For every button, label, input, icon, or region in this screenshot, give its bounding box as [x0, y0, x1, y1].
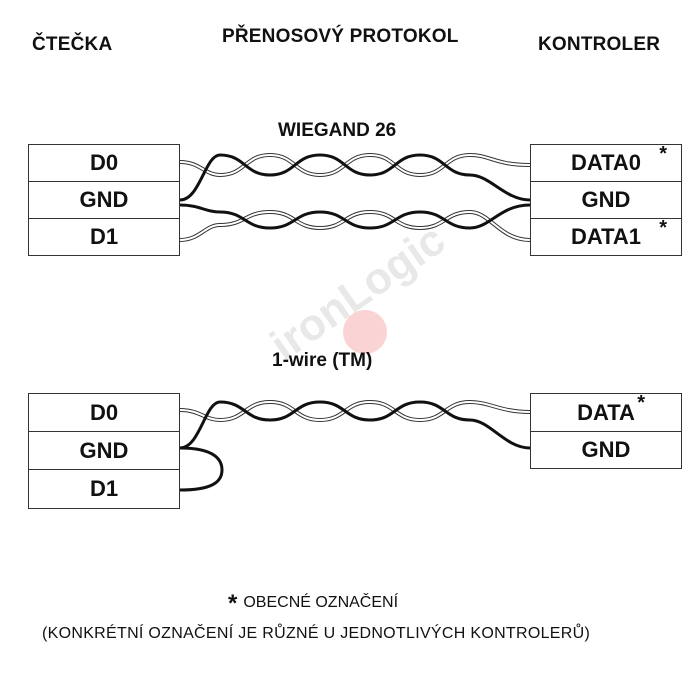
- wiegand-reader-pin-d0: D0: [29, 145, 179, 182]
- onewire-controller-pin-gnd: GND: [581, 437, 631, 462]
- controller-header: KONTROLER: [538, 34, 661, 55]
- onewire-reader-pin-gnd: GND: [29, 432, 179, 470]
- wiegand-title: WIEGAND 26: [278, 120, 397, 141]
- footnote-line1: OBECNÉ OZNAČENÍ: [243, 594, 399, 611]
- wiegand-reader-pin-gnd: GND: [29, 182, 179, 219]
- footnote-asterisk: *: [228, 590, 238, 617]
- wiegand-reader-terminal: D0 GND D1: [28, 144, 180, 256]
- onewire-controller-pin-data-label: DATA: [577, 399, 635, 425]
- onewire-controller-terminal: DATA * GND: [530, 392, 682, 469]
- wiegand-pair-data0: [179, 152, 531, 202]
- protocol-header: PŘENOSOVÝ PROTOKOL: [222, 26, 459, 47]
- onewire-d1-gnd-loop: [179, 446, 224, 492]
- wiegand-controller-terminal: DATA0 * GND DATA1 *: [530, 143, 682, 256]
- wiegand-reader-pin-d1: D1: [89, 224, 119, 249]
- asterisk-mark: *: [659, 217, 667, 239]
- onewire-reader-pin-d1: D1: [89, 475, 119, 501]
- watermark-logo-dot: [343, 310, 387, 354]
- wiegand-controller-pin-gnd: GND: [531, 182, 681, 219]
- onewire-pair-data: [179, 399, 531, 450]
- wiegand-controller-pin-data0: DATA0 *: [531, 143, 681, 182]
- reader-header: ČTEČKA: [32, 34, 113, 55]
- onewire-controller-pin-data: DATA *: [531, 392, 681, 432]
- asterisk-mark: *: [637, 392, 645, 414]
- onewire-reader-terminal: D0 GND D1: [28, 393, 180, 509]
- wiegand-controller-pin-data0-label: DATA0: [570, 150, 642, 175]
- wiegand-pair-data1: [179, 203, 531, 242]
- asterisk-mark: *: [659, 143, 667, 165]
- onewire-title: 1-wire (TM): [272, 350, 373, 371]
- onewire-reader-pin-d0: D0: [29, 394, 179, 432]
- footnote-general-label: * OBECNÉ OZNAČENÍ: [228, 586, 399, 617]
- wiegand-controller-pin-data1-label: DATA1: [570, 224, 642, 249]
- footnote-specific-label: (KONKRÉTNÍ OZNAČENÍ JE RŮZNÉ U JEDNOTLIV…: [42, 625, 591, 642]
- wiegand-controller-pin-data1: DATA1 *: [531, 217, 681, 255]
